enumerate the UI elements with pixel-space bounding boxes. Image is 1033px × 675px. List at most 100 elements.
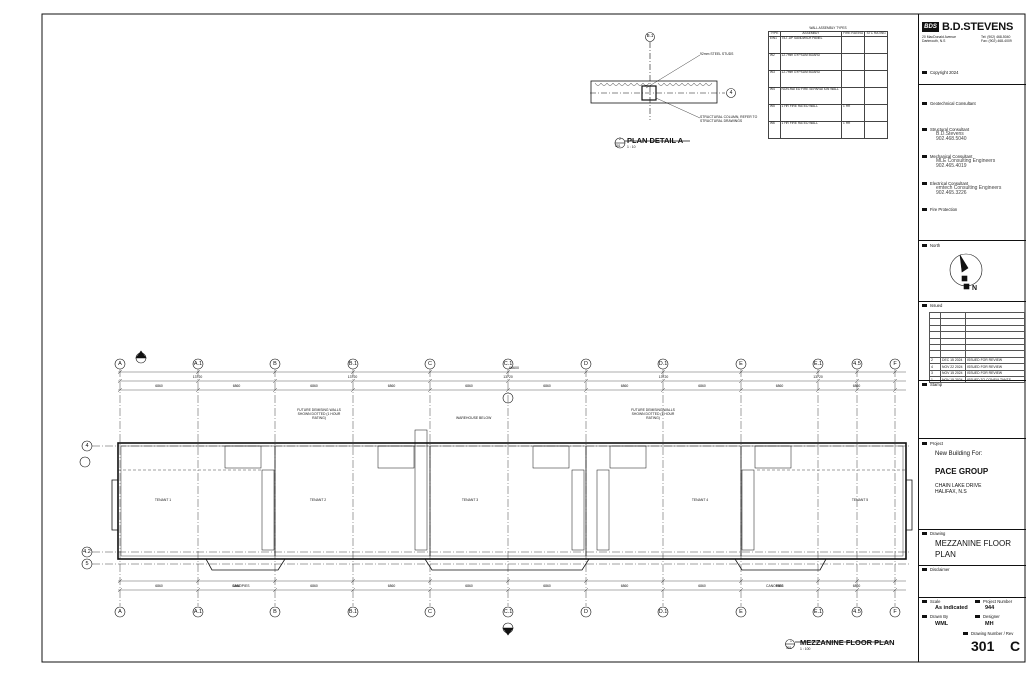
grid-bubble [81, 440, 93, 452]
wall-type-stc [864, 35, 888, 54]
company-fax: Fax: (902) 468-4009 [981, 39, 1012, 43]
dimension-tick [350, 378, 356, 384]
scale-label: Scale [930, 599, 941, 604]
dimension-tick [427, 387, 433, 393]
consultant-name: B.D.Stevens [936, 131, 964, 137]
divider [919, 438, 1026, 439]
dimension-tick [350, 369, 356, 375]
plan-detail-a [590, 32, 736, 149]
drawn-by-label: Drawn By [930, 614, 949, 619]
grid-bubble [114, 606, 126, 618]
wall-type-stc [864, 103, 888, 122]
project-number-label-row: Project Number [975, 599, 1012, 604]
grid-label: B.1 [348, 360, 358, 367]
scale-label-row: Scale [922, 599, 940, 604]
wall-type-stc [864, 120, 888, 139]
grid-bubble [657, 606, 669, 618]
dimension-tick [427, 587, 433, 593]
north-label: North [930, 243, 941, 248]
project-address-1: CHAIN LAKE DRIVE [935, 483, 982, 489]
issued-desc: ISSUED TO CONSULTANTS [965, 375, 1025, 384]
dimension-tick [272, 369, 278, 375]
issued-cell [965, 324, 1025, 333]
plan-number: 1 [790, 639, 792, 643]
dimension-tick [660, 387, 666, 393]
grid-bubble [502, 606, 514, 618]
plan-scale: 1 : 100 [800, 647, 811, 651]
grid-bubble [812, 606, 824, 618]
grid-bubble [889, 358, 901, 370]
project-line1: New Building For: [935, 451, 983, 457]
project-number-marker [975, 600, 980, 604]
dimension-tick [815, 578, 821, 584]
copyright: Copyright 2024 [930, 70, 959, 75]
grid-bubble [347, 358, 359, 370]
grid-label: D [584, 608, 588, 615]
grid-bubble [192, 358, 204, 370]
note-demising-right: FUTURE DEMISING WALLS SHOWN DOTTED (1 HO… [631, 408, 675, 420]
consultant-marker [922, 182, 927, 186]
sub-dimension: 6860 [310, 384, 318, 388]
dimension-tick [738, 578, 744, 584]
north-marker [922, 244, 927, 248]
grid-bubble-4-detail [726, 88, 736, 98]
disclaimer-label-row: Disclaimer [922, 567, 950, 572]
project-address-2: HALIFAX, N.S [935, 489, 967, 495]
divider [919, 301, 1026, 302]
detail-number: 2 [619, 137, 621, 141]
project-label-row: Project [922, 441, 943, 446]
wall-type-fire: 1 HR [841, 120, 866, 139]
consultant-role: Fire Protection [930, 207, 958, 212]
drawing-marker [922, 532, 927, 536]
drawing-title-1: MEZZANINE FLOOR [935, 539, 1012, 548]
interior-walls [118, 429, 906, 556]
sheet-border [41, 13, 1026, 663]
dimension-tick [427, 378, 433, 384]
consultant-role: Geotechnical Consultant [930, 101, 976, 106]
dimension-tick [505, 587, 511, 593]
issued-cell [965, 350, 1025, 358]
grid-bubble [851, 606, 863, 618]
sub-dimension: 6860 [465, 384, 473, 388]
dimension-tick [195, 378, 201, 384]
stamp-marker [922, 383, 927, 387]
dimension-tick [815, 387, 821, 393]
dimension-tick [272, 587, 278, 593]
dimension-tick [427, 578, 433, 584]
sub-dimension: 6860 [775, 584, 784, 588]
dimension-tick [272, 578, 278, 584]
grid-label: D [584, 360, 588, 367]
issued-cell [965, 337, 1025, 345]
issued-desc: ISSUED FOR REVIEW [965, 369, 1025, 377]
divider [919, 84, 1026, 85]
drawing-number: 301 [971, 638, 995, 654]
bay-dimension: 13720 [813, 375, 823, 379]
grid-label: C.1 [503, 360, 513, 367]
wall-type-type: W4 [768, 86, 781, 105]
issued-blank-row [929, 311, 1025, 320]
dimension-tick [583, 587, 589, 593]
grid-label: C [428, 360, 432, 367]
company-phone: Tel: (902) 468-5040 [981, 35, 1011, 39]
dimension-tick [195, 578, 201, 584]
grid-label: C.1 [503, 608, 513, 615]
company-logo: BDS [922, 22, 939, 32]
dimension-tick [583, 387, 589, 393]
issued-cell [965, 343, 1025, 352]
dimension-tick [815, 369, 821, 375]
dimension-tick [350, 578, 356, 584]
dimension-tick [892, 578, 898, 584]
wall-type-assembly: 1 HR FIRE RATED WALL [779, 103, 843, 122]
project-marker [922, 442, 927, 446]
dimension-tick [195, 587, 201, 593]
grid-row-label: 4.2 [83, 548, 91, 555]
grid-label: B [273, 608, 277, 615]
dimension-tick [117, 387, 123, 393]
sub-dimension: 6860 [387, 584, 396, 588]
room-label: TENANT 1 [154, 498, 172, 502]
